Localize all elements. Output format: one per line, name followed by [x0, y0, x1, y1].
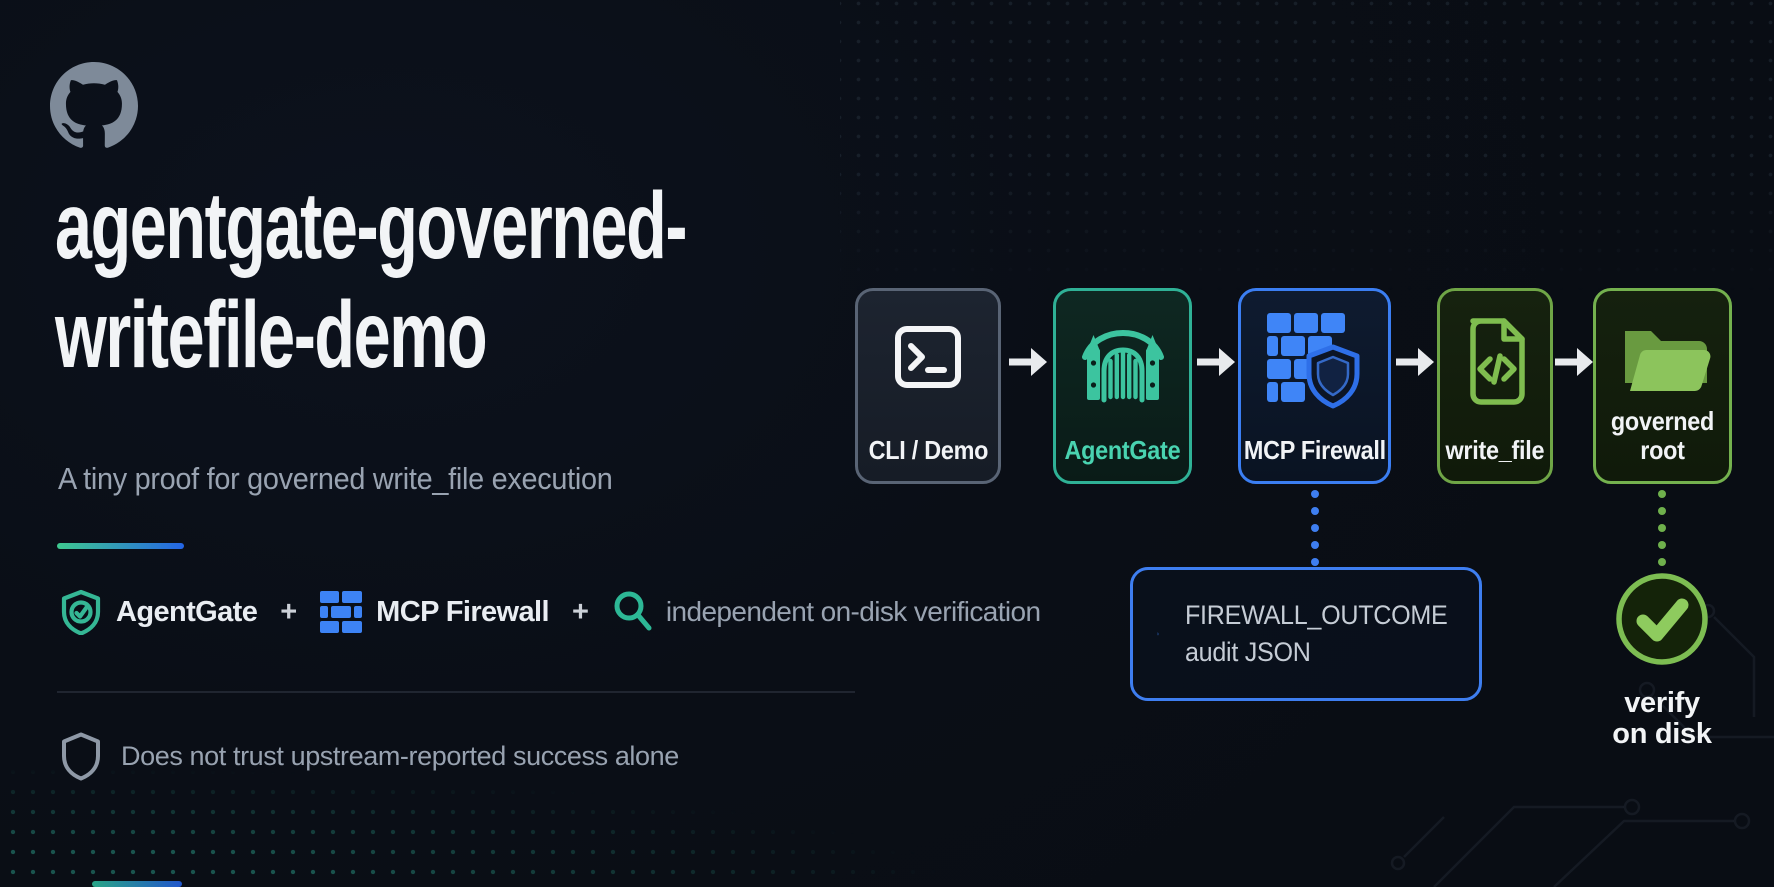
flow-node-label: MCP Firewall: [1243, 435, 1386, 465]
flow-node-governed-root: governed root: [1593, 288, 1732, 484]
svg-text:{ }: { }: [1157, 634, 1159, 636]
plus-separator: +: [571, 595, 589, 628]
terminal-icon: [895, 326, 961, 388]
title-line-2: writefile-demo: [55, 282, 488, 388]
circuit-trace-decoration: [1390, 603, 1774, 887]
arrow-right-icon: [1555, 348, 1593, 376]
arrow-right-icon: [1396, 348, 1434, 376]
feature-agentgate-label: AgentGate: [116, 595, 258, 628]
note-row: Does not trust upstream-reported success…: [60, 729, 679, 783]
shield-outline-icon: [62, 732, 100, 781]
json-file-icon: { }: [1157, 632, 1159, 636]
flow-node-label: write_file: [1445, 435, 1545, 465]
title-line-1: agentgate-governed-: [55, 173, 688, 279]
dotted-connector-firewall-audit: [1311, 490, 1319, 566]
flow-node-label: governed root: [1610, 406, 1715, 465]
file-code-icon: [1470, 318, 1525, 405]
flow-node-cli-demo: CLI / Demo: [855, 288, 1001, 484]
shield-check-icon: [61, 589, 101, 635]
flow-node-mcp-firewall: MCP Firewall: [1238, 288, 1391, 484]
dotted-connector-root-verify: [1658, 490, 1666, 566]
brick-wall-shield-icon: [1266, 313, 1359, 409]
gate-icon: [1081, 330, 1164, 403]
note-text: Does not trust upstream-reported success…: [121, 740, 679, 771]
magnifier-icon: [614, 591, 652, 631]
feature-row: AgentGate + MCP Firewall + independent o…: [60, 588, 1041, 636]
flow-node-label: AgentGate: [1064, 435, 1181, 465]
subtitle: A tiny proof for governed write_file exe…: [58, 461, 613, 496]
plus-separator: +: [280, 595, 298, 628]
flow-node-label: CLI / Demo: [868, 435, 988, 465]
audit-line-2: audit JSON: [1184, 637, 1311, 667]
arrow-right-icon: [1197, 348, 1235, 376]
feature-firewall-label: MCP Firewall: [376, 595, 549, 628]
divider: [57, 691, 855, 693]
verify-on-disk-label: verify on disk: [1592, 688, 1732, 750]
open-folder-icon: [1624, 331, 1710, 391]
verify-line-1: verify: [1624, 687, 1700, 719]
verify-line-2: on disk: [1612, 718, 1712, 750]
flow-node-agentgate: AgentGate: [1053, 288, 1192, 484]
feature-verification-label: independent on-disk verification: [665, 596, 1041, 627]
arrow-right-icon: [1009, 348, 1047, 376]
github-octocat-logo: [50, 62, 138, 148]
dot-grid-bottom-left: [0, 768, 940, 887]
audit-line-1: FIREWALL_OUTCOME: [1184, 600, 1448, 630]
check-circle-icon: [1616, 573, 1708, 665]
dot-grid-top-right: [840, 0, 1774, 292]
accent-bar: [92, 881, 182, 887]
audit-json-box: { } FIREWALL_OUTCOME audit JSON: [1130, 567, 1482, 701]
brick-wall-icon: [320, 591, 363, 633]
flow-node-write-file: write_file: [1437, 288, 1553, 484]
page-title: agentgate-governed- writefile-demo: [55, 172, 957, 390]
accent-underline: [57, 543, 184, 549]
